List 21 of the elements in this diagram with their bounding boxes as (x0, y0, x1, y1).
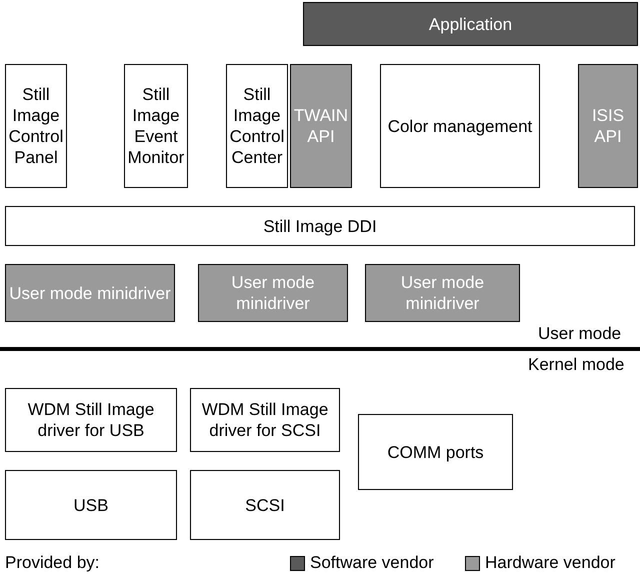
driver-box: WDM Still Image driver for SCSI (190, 388, 340, 452)
layer-bar: Still Image DDI (5, 206, 635, 246)
minidriver-box: User mode minidriver (365, 264, 520, 322)
bus-box: USB (5, 470, 177, 540)
mode-label: Kernel mode (528, 355, 624, 375)
component-box: Color management (380, 64, 540, 188)
legend-title: Provided by: (5, 553, 100, 573)
mode-label: User mode (538, 324, 622, 344)
api-box: ISIS API (578, 64, 638, 188)
application-box: Application (303, 2, 638, 46)
component-box: Still Image Control Panel (5, 64, 67, 188)
port-box: COMM ports (358, 414, 513, 490)
legend-label: Software vendor (310, 553, 434, 573)
api-box: TWAIN API (290, 64, 352, 188)
minidriver-box: User mode minidriver (5, 264, 175, 322)
bus-box: SCSI (190, 470, 340, 540)
component-box: Still Image Control Center (226, 64, 288, 188)
component-box: Still Image Event Monitor (124, 64, 188, 188)
driver-box: WDM Still Image driver for USB (5, 388, 177, 452)
minidriver-box: User mode minidriver (198, 264, 348, 322)
legend-label: Hardware vendor (485, 553, 616, 573)
